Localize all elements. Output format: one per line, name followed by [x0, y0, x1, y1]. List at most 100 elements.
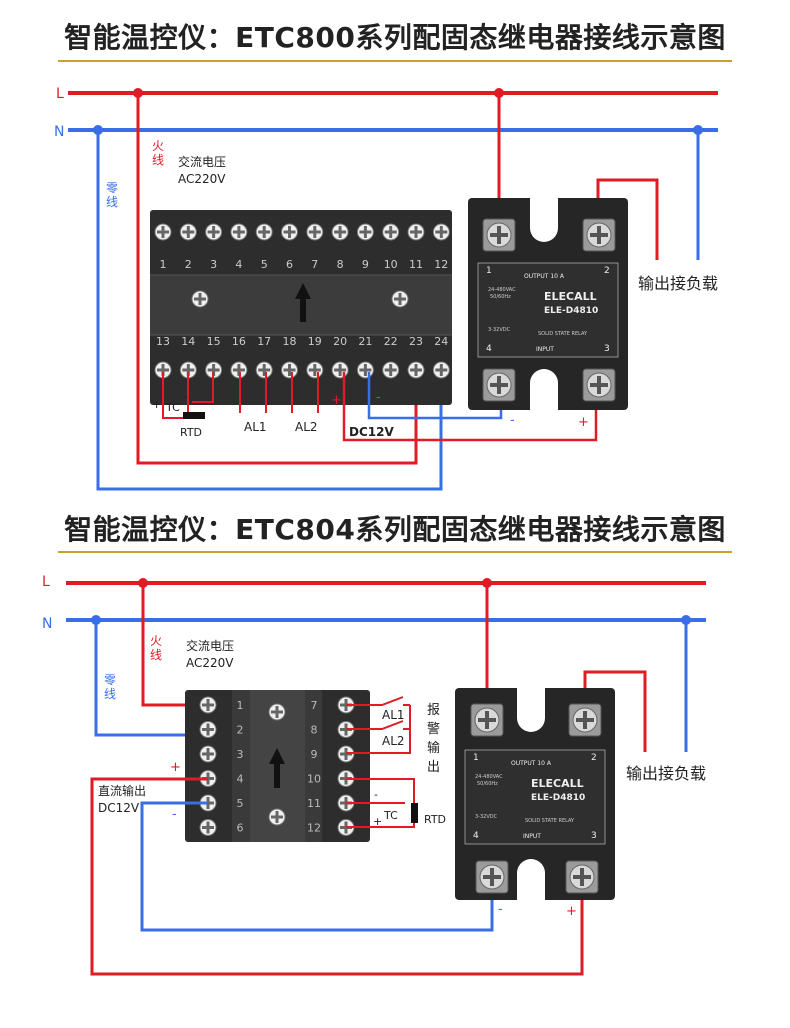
d1-ssr-input: INPUT [536, 346, 554, 353]
d2-dc-plus: + [170, 760, 181, 775]
d2-ssr-input: INPUT [523, 833, 541, 840]
d2-neutral-wire-label: 零线 [104, 673, 116, 701]
d1-bottom-terminal-number: 17 [257, 335, 271, 348]
d1-neutral-wire-label: 零线 [106, 181, 118, 209]
d1-top-terminal-screw [230, 223, 248, 241]
d1-ssr-solid: SOLID STATE RELAY [538, 331, 588, 337]
d1-ssr-brand: ELECALL [544, 290, 597, 303]
d1-ssr-minus: - [510, 413, 515, 428]
d2-left-terminal-number: 3 [237, 748, 244, 761]
d1-bottom-terminal-number: 18 [283, 335, 297, 348]
d1-bottom-terminal-number: 23 [409, 335, 423, 348]
d2-alarm-4: 出 [427, 760, 440, 775]
d2-right-terminal-number: 12 [307, 822, 321, 835]
d2-left-terminal-screw [199, 721, 217, 738]
d2-left-terminal-number: 5 [237, 797, 244, 810]
d2-ssr-output: OUTPUT 10 A [511, 760, 552, 767]
d1-ssr-pin1: 1 [486, 266, 492, 276]
d1-bottom-terminal-screw [356, 361, 374, 379]
d2-left-terminal-number: 6 [237, 822, 244, 835]
d1-bottom-terminal-screw [432, 361, 450, 379]
d1-top-terminal-number: 4 [235, 258, 242, 271]
d2-right-terminal-number: 7 [311, 699, 318, 712]
d1-ssr-pin2: 2 [604, 266, 610, 276]
d1-controller [150, 210, 452, 405]
d2-ssr-solid: SOLID STATE RELAY [525, 818, 575, 824]
d2-dc-plus-wire [90, 777, 584, 976]
d1-bottom-terminal-screw [281, 361, 298, 379]
d2-right-terminal-number: 10 [307, 773, 321, 786]
d1-bottom-terminal-number: 19 [308, 335, 322, 348]
d1-dc-plus: + [331, 393, 342, 408]
d1-bottom-terminal-number: 15 [207, 335, 221, 348]
d2-rtd-label: RTD [424, 813, 446, 826]
d1-ssr-pin4: 4 [486, 344, 492, 354]
diagram2-title: 智能温控仪：ETC804系列配固态继电器接线示意图 [64, 513, 726, 546]
d1-top-terminal-number: 1 [160, 258, 167, 271]
d1-label-L: L [56, 86, 64, 102]
d1-top-terminal-screw [179, 223, 197, 241]
d1-bottom-terminal-screw [382, 361, 400, 379]
d1-tc-minus: - [184, 390, 188, 403]
d2-al1-label: AL1 [382, 708, 405, 722]
d1-live-wire-label: 火线 [152, 139, 164, 167]
d1-bottom-terminal-screw [331, 361, 349, 379]
diagram2-title-rule [58, 551, 732, 553]
d1-top-terminal-screw [154, 223, 172, 241]
d2-ssr: 1 2 OUTPUT 10 A 24-480VAC 50/60Hz ELECAL… [455, 688, 615, 900]
d1-ssr-ac1: 24-480VAC [488, 287, 516, 293]
d1-bottom-terminal-number: 22 [384, 335, 398, 348]
d1-load-label: 输出接负载 [638, 274, 718, 293]
d1-top-terminal-number: 12 [434, 258, 448, 271]
d2-ssr-pin1: 1 [473, 753, 479, 763]
d2-tc-label: TC [383, 809, 398, 822]
diagram1: L N 火线 零线 交流电压 AC220V [54, 86, 718, 491]
d1-top-terminal-number: 10 [384, 258, 398, 271]
d1-ssr-model: ELE-D4810 [544, 306, 598, 316]
d1-bottom-terminal-screw [306, 361, 324, 379]
d2-ssr-ac1: 24-480VAC [475, 774, 503, 780]
d1-bottom-terminal-number: 14 [181, 335, 195, 348]
d1-top-terminal-number: 7 [311, 258, 318, 271]
d2-left-terminal-screw [199, 696, 217, 714]
d1-top-terminal-number: 6 [286, 258, 293, 271]
d1-dc-label: DC12V [349, 425, 394, 439]
d2-alarm-2: 警 [427, 721, 440, 737]
d1-tc-plus: + [152, 398, 161, 411]
d1-top-terminal-number: 5 [261, 258, 268, 271]
d2-dc-minus-wire [140, 801, 494, 932]
d2-ssr-pin3: 3 [591, 831, 597, 841]
d2-ssr-pin2: 2 [591, 753, 597, 763]
d2-left-terminal-number: 2 [237, 724, 244, 737]
d2-left-terminal-number: 4 [237, 773, 244, 786]
d1-label-N: N [54, 124, 64, 140]
d1-neutral-to-term24 [96, 130, 443, 491]
d1-al2-label: AL2 [295, 420, 318, 434]
d1-top-terminal-screw [281, 223, 298, 241]
d2-tc-plus: + [373, 815, 382, 828]
d2-controller [185, 690, 370, 842]
d1-bottom-terminal-number: 13 [156, 335, 170, 348]
d2-al2-label: AL2 [382, 734, 405, 748]
d1-ssr-ac2: 50/60Hz [490, 294, 511, 300]
d1-top-terminal-screw [205, 223, 223, 241]
d1-dc-plus-wire [342, 372, 598, 442]
d1-bottom-terminal-number: 20 [333, 335, 347, 348]
d2-label-L: L [42, 574, 50, 590]
d2-ssr-brand: ELECALL [531, 777, 584, 790]
d1-bottom-terminal-number: 21 [358, 335, 372, 348]
d1-top-terminal-number: 11 [409, 258, 423, 271]
d1-ssr-output: OUTPUT 10 A [524, 273, 565, 280]
d1-ssr: 1 2 OUTPUT 10 A 24-480VAC 50/60Hz ELECAL… [468, 198, 628, 410]
d2-ssr-ac2: 50/60Hz [477, 781, 498, 787]
d1-bottom-terminal-number: 24 [434, 335, 448, 348]
d1-ssr-plus: + [578, 415, 589, 430]
d1-top-terminal-screw [255, 223, 273, 241]
d2-live-wire-label: 火线 [150, 634, 162, 662]
d1-tc-label: TC [165, 401, 180, 414]
d2-right-terminal-number: 11 [307, 797, 321, 810]
